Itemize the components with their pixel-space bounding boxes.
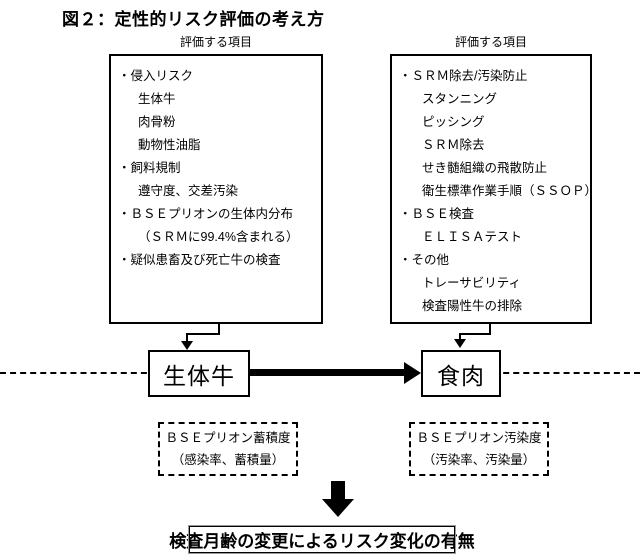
measure-contamination-line2: （汚染率、汚染量） — [422, 453, 536, 467]
list-item-label: 遵守度、交差汚染 — [138, 184, 239, 198]
list-item-label: トレーサビリティ — [422, 276, 522, 290]
list-item: ・ＢＳＥプリオンの生体内分布 — [111, 203, 321, 226]
bullet-icon: ・ — [118, 253, 131, 267]
list-item: ・飼料規制 — [111, 157, 321, 180]
list-item-label: （ＳＲＭに99.4%含まれる） — [138, 230, 299, 244]
list-item: 肉骨粉 — [111, 111, 321, 134]
list-item-label: その他 — [411, 253, 450, 267]
node-meat-label: 食肉 — [437, 362, 485, 389]
list-item: せき髄組織の飛散防止 — [392, 157, 590, 180]
measure-accumulation-line2: （感染率、蓄積量） — [171, 453, 285, 467]
list-item-label: 疑似患畜及び死亡牛の検査 — [130, 253, 281, 267]
list-item-label: 検査陽性牛の排除 — [422, 299, 523, 313]
left-connector-segment-vertical-top — [218, 324, 220, 335]
list-item-label: ＳＲＭ除去 — [422, 138, 485, 152]
list-item-label: 生体牛 — [138, 92, 176, 106]
list-item: ・ＢＳＥ検査 — [392, 203, 590, 226]
list-item: ＥＬＩＳＡテスト — [392, 226, 590, 249]
list-item: 動物性油脂 — [111, 134, 321, 157]
left-connector-arrowhead-icon — [181, 341, 193, 350]
conclusion-label: 検査月齢の変更によるリスク変化の有無 — [169, 532, 475, 551]
bullet-icon: ・ — [118, 161, 131, 175]
right-connector-segment-horizontal — [459, 333, 491, 335]
bullet-icon: ・ — [118, 207, 131, 221]
left-evaluation-list: ・侵入リスク生体牛肉骨粉動物性油脂・飼料規制遵守度、交差汚染・ＢＳＥプリオンの生… — [111, 56, 321, 272]
list-item: トレーサビリティ — [392, 272, 590, 295]
list-item: ＳＲＭ除去 — [392, 134, 590, 157]
bullet-icon: ・ — [399, 207, 412, 221]
conclusion-box: 検査月齢の変更によるリスク変化の有無 — [169, 525, 475, 554]
list-item: ・その他 — [392, 249, 590, 272]
list-item-label: スタンニング — [422, 92, 498, 106]
right-column-caption: 評価する項目 — [454, 35, 527, 49]
list-item-label: せき髄組織の飛散防止 — [422, 161, 548, 175]
bullet-icon: ・ — [399, 253, 412, 267]
list-item: ・ＳＲＭ除去/汚染防止 — [392, 65, 590, 88]
node-live-cattle: 生体牛 — [148, 350, 250, 397]
conclusion-arrow-shaft — [331, 481, 345, 501]
right-connector-segment-vertical-bottom — [459, 333, 461, 341]
list-item: ・疑似患畜及び死亡牛の検査 — [111, 249, 321, 272]
list-item-label: 動物性油脂 — [138, 138, 201, 152]
list-item: ピッシング — [392, 111, 590, 134]
conclusion-arrow-head-icon — [322, 499, 354, 517]
node-meat: 食肉 — [421, 350, 501, 397]
left-connector-segment-horizontal — [186, 333, 220, 335]
left-evaluation-panel: ・侵入リスク生体牛肉骨粉動物性油脂・飼料規制遵守度、交差汚染・ＢＳＥプリオンの生… — [109, 54, 323, 324]
list-item: 生体牛 — [111, 88, 321, 111]
list-item-label: 飼料規制 — [130, 161, 181, 175]
measure-contamination-line1: ＢＳＥプリオン汚染度 — [416, 431, 542, 445]
node-live-cattle-label: 生体牛 — [163, 362, 235, 389]
list-item: 衛生標準作業手順（ＳＳＯＰ） — [392, 180, 597, 203]
right-connector-arrowhead-icon — [454, 339, 466, 348]
measure-box-contamination: ＢＳＥプリオン汚染度 （汚染率、汚染量） — [409, 422, 549, 476]
list-item: 遵守度、交差汚染 — [111, 180, 321, 203]
right-connector-segment-vertical-top — [489, 324, 491, 335]
figure-title: 図２：定性的リスク評価の考え方 — [62, 10, 325, 29]
bullet-icon: ・ — [399, 69, 412, 83]
list-item: 検査陽性牛の排除 — [392, 295, 590, 318]
list-item: ・侵入リスク — [111, 65, 321, 88]
list-item-label: 衛生標準作業手順（ＳＳＯＰ） — [422, 184, 598, 198]
bullet-icon: ・ — [118, 69, 131, 83]
list-item-label: ＥＬＩＳＡテスト — [422, 230, 523, 244]
measure-box-accumulation: ＢＳＥプリオン蓄積度 （感染率、蓄積量） — [158, 422, 298, 476]
measure-accumulation-line1: ＢＳＥプリオン蓄積度 — [165, 431, 291, 445]
left-connector-segment-vertical-bottom — [186, 333, 188, 343]
list-item: スタンニング — [392, 88, 590, 111]
list-item-label: 肉骨粉 — [138, 115, 176, 129]
list-item-label: ＳＲＭ除去/汚染防止 — [411, 69, 528, 83]
list-item-label: 侵入リスク — [130, 69, 194, 83]
left-column-caption: 評価する項目 — [179, 35, 252, 49]
list-item-label: ＢＳＥプリオンの生体内分布 — [130, 207, 294, 221]
flow-arrow-head-icon — [404, 362, 421, 384]
list-item: （ＳＲＭに99.4%含まれる） — [111, 226, 321, 249]
flow-arrow-shaft — [250, 369, 408, 376]
list-item-label: ＢＳＥ検査 — [411, 207, 475, 221]
list-item-label: ピッシング — [422, 115, 485, 129]
